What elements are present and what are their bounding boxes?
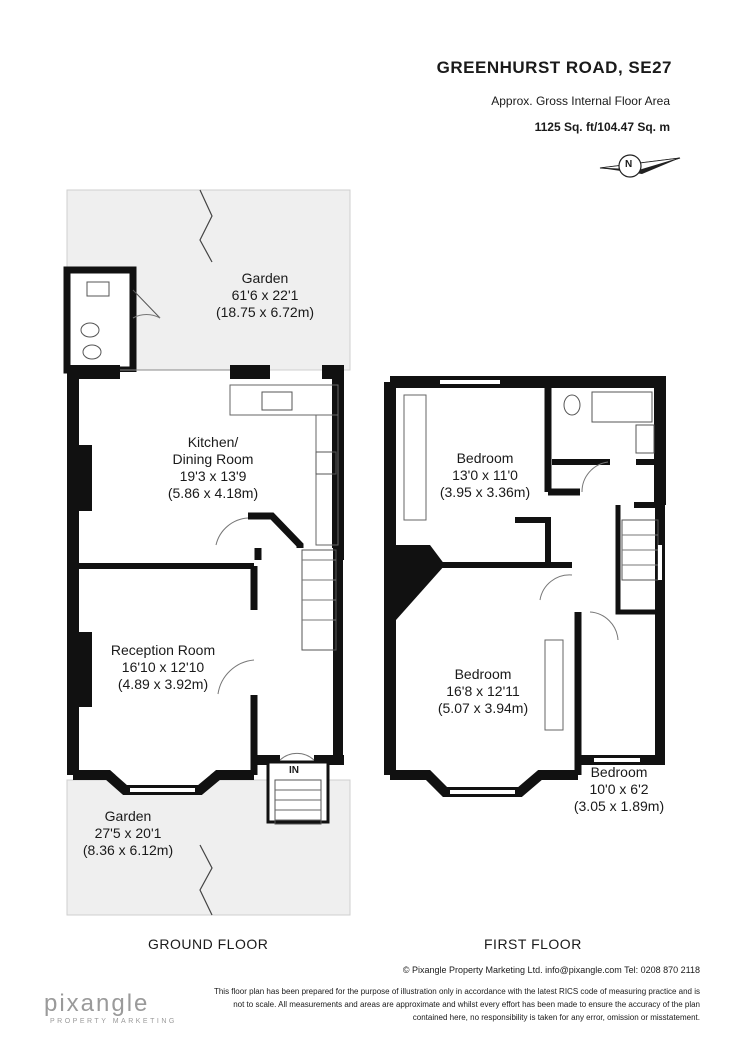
area-value: 1125 Sq. ft/104.47 Sq. m bbox=[534, 120, 670, 134]
kitchen-dining-walls bbox=[67, 365, 344, 564]
company-logo: pixangle PROPERTY MARKETING bbox=[44, 990, 177, 1025]
compass-letter: N bbox=[625, 159, 633, 170]
property-address: GREENHURST ROAD, SE27 bbox=[436, 58, 672, 77]
room-label-bedroom-front: Bedroom 16'8 x 12'11 (5.07 x 3.94m) bbox=[437, 666, 529, 716]
area-label: Approx. Gross Internal Floor Area bbox=[491, 94, 670, 108]
room-label-rear-garden: Garden 61'6 x 22'1 (18.75 x 6.72m) bbox=[215, 270, 315, 320]
disclaimer: This floor plan has been prepared for th… bbox=[213, 987, 700, 1022]
first-floor-title: FIRST FLOOR bbox=[484, 936, 582, 952]
room-label-front-garden: Garden 27'5 x 20'1 (8.36 x 6.12m) bbox=[82, 808, 174, 858]
room-label-bedroom-rear: Bedroom 13'0 x 11'0 (3.95 x 3.36m) bbox=[439, 450, 531, 500]
copyright-line: © Pixangle Property Marketing Ltd. info@… bbox=[402, 965, 700, 975]
room-label-bedroom-small: Bedroom 10'0 x 6'2 (3.05 x 1.89m) bbox=[573, 764, 665, 814]
room-label-kitchen-dining: Kitchen/ Dining Room 19'3 x 13'9 (5.86 x… bbox=[167, 434, 259, 501]
ground-floor-title: GROUND FLOOR bbox=[148, 936, 269, 952]
entrance-marker: IN bbox=[289, 765, 299, 776]
first-floor-walls bbox=[384, 376, 666, 797]
front-garden-break-line bbox=[199, 844, 213, 916]
room-label-reception-room: Reception Room 16'10 x 12'10 (4.89 x 3.9… bbox=[110, 642, 216, 692]
rear-garden-break-line bbox=[199, 189, 213, 263]
compass-icon bbox=[599, 154, 681, 178]
logo-name: pixangle bbox=[44, 990, 150, 1017]
logo-subtitle: PROPERTY MARKETING bbox=[50, 1018, 177, 1025]
